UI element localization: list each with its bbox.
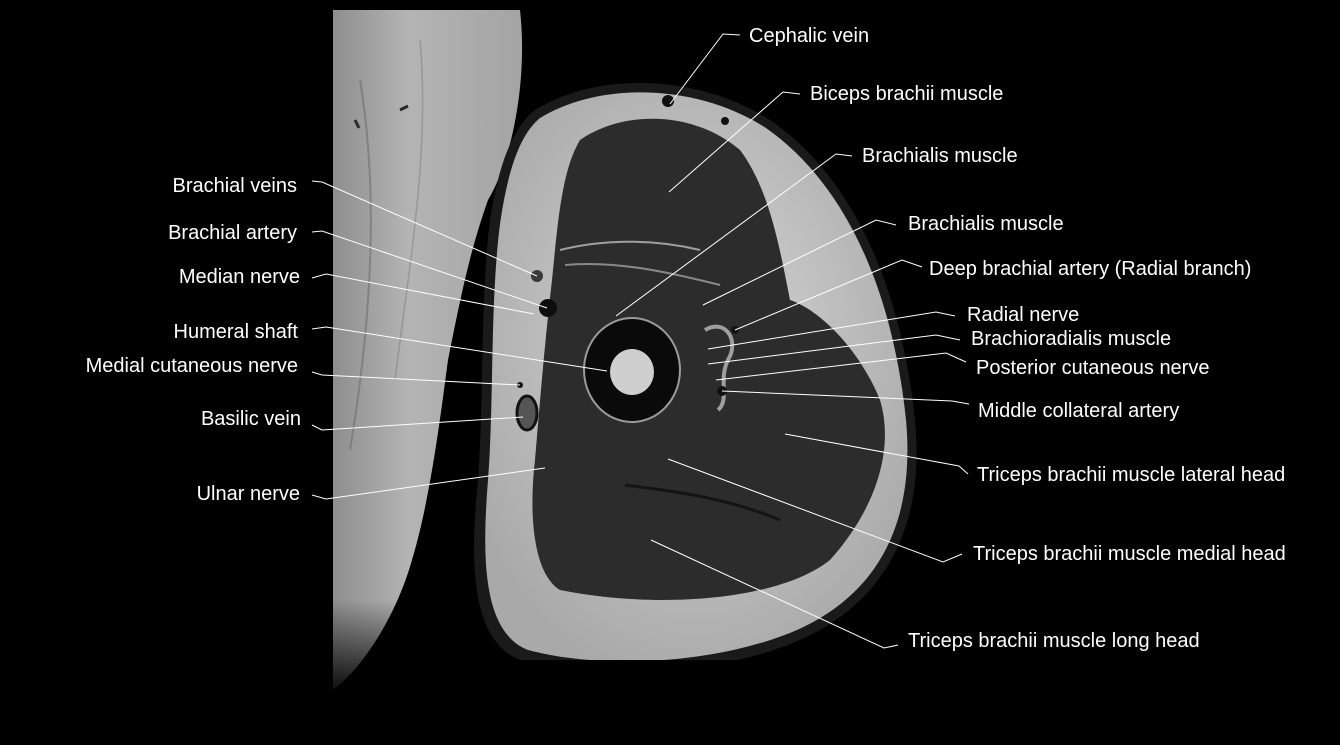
- label-humeral-shaft: Humeral shaft: [173, 321, 299, 343]
- leader-line-medial-cutaneous-nerve: [311, 371, 521, 386]
- leader-line-brachial-artery: [311, 230, 548, 309]
- label-biceps-brachii-muscle: Biceps brachii muscle: [810, 83, 1004, 105]
- leader-line-ulnar-nerve: [311, 467, 546, 500]
- label-triceps-brachii-muscle-long-head: Triceps brachii muscle long head: [908, 630, 1200, 652]
- label-basilic-vein: Basilic vein: [200, 408, 301, 430]
- leader-line-basilic-vein: [311, 416, 524, 431]
- label-medial-cutaneous-nerve: Medial cutaneous nerve: [85, 355, 298, 377]
- leader-line-brachial-veins: [311, 180, 538, 277]
- leader-line-triceps-brachii-muscle-lateral-head: [784, 433, 969, 475]
- label-median-nerve: Median nerve: [178, 266, 300, 288]
- label-posterior-cutaneous-nerve: Posterior cutaneous nerve: [976, 357, 1210, 379]
- label-brachial-veins: Brachial veins: [172, 175, 297, 197]
- leader-line-middle-collateral-artery: [721, 390, 970, 405]
- leader-line-humeral-shaft: [311, 326, 608, 372]
- label-brachioradialis-muscle: Brachioradialis muscle: [971, 328, 1172, 350]
- torso-wall: [333, 10, 523, 700]
- leader-line-triceps-brachii-muscle-long-head: [650, 539, 899, 649]
- leader-line-median-nerve: [311, 273, 535, 315]
- label-triceps-brachii-muscle-medial-head: Triceps brachii muscle medial head: [973, 543, 1286, 565]
- leader-line-triceps-brachii-muscle-medial-head: [667, 458, 963, 563]
- leader-line-radial-nerve: [707, 311, 956, 350]
- leader-line-biceps-brachii-muscle: [668, 91, 801, 193]
- leader-line-brachialis-muscle: [702, 219, 897, 306]
- leader-line-brachioradialis-muscle: [707, 334, 961, 365]
- label-deep-brachial-artery-radial-branch: Deep brachial artery (Radial branch): [929, 258, 1252, 280]
- label-radial-nerve: Radial nerve: [967, 304, 1080, 326]
- label-brachialis-muscle: Brachialis muscle: [862, 145, 1018, 167]
- label-brachial-artery: Brachial artery: [168, 222, 297, 244]
- leader-line-cephalic-vein: [669, 33, 741, 105]
- label-triceps-brachii-muscle-lateral-head: Triceps brachii muscle lateral head: [977, 464, 1286, 486]
- arm-cross-section: [460, 82, 960, 745]
- leader-line-brachialis-muscle: [615, 153, 853, 317]
- leader-line-posterior-cutaneous-nerve: [715, 352, 967, 381]
- humerus-marrow: [610, 349, 654, 395]
- label-middle-collateral-artery: Middle collateral artery: [978, 400, 1180, 422]
- leader-line-deep-brachial-artery-radial-branch: [734, 259, 923, 331]
- label-ulnar-nerve: Ulnar nerve: [196, 483, 300, 505]
- leader-lines: [311, 33, 970, 649]
- label-cephalic-vein: Cephalic vein: [749, 25, 870, 47]
- label-brachialis-muscle: Brachialis muscle: [908, 213, 1064, 235]
